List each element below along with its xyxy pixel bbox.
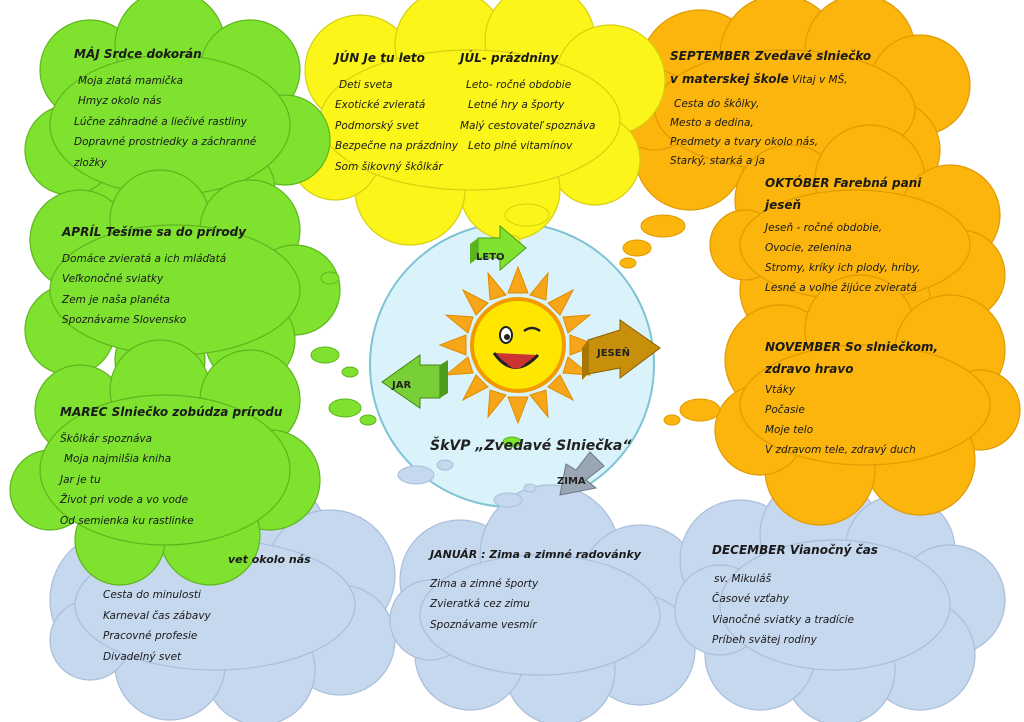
cloud-november [714,274,1021,526]
list-item: V zdravom tele, zdravý duch [765,444,916,456]
heading-februar-visible: vet okolo nás [228,553,311,567]
list-item: Moja najmilšia kniha [64,453,172,465]
box-oktober: OKTÓBER Farebná pani jeseň Jeseň - ročné… [765,172,921,298]
cloud-jun-jul [289,0,666,246]
box-jun: JÚN Je tu leto Deti sveta Exotické zvier… [335,48,458,177]
list-item: Leto plné vitamínov [468,140,573,152]
list-item: Moje telo [765,424,814,436]
list-item: Podmorský svet [335,119,419,132]
box-september: SEPTEMBER Zvedavé slniečko v materskej š… [670,44,871,171]
heading-jul: JÚL- prázdniny [460,51,559,65]
list-item: Zvieratká cez zimu [430,598,530,610]
season-label-jar: JAR [392,380,412,391]
list-item: Príbeh svätej rodiny [712,634,817,646]
cloud-maj [24,0,331,246]
list-item: Škôlkár spoznáva [60,432,153,445]
thought-bubbles [310,203,721,508]
list-item: Jar je tu [60,473,101,486]
list-item: Moja zlatá mamička [78,74,184,87]
box-marec: MAREC Slniečko zobúdza prírodu Škôlkár s… [60,402,282,531]
season-label-leto: LETO [476,252,505,263]
heading-maj: MÁJ Srdce dokorán [74,47,202,61]
center-title: ŠkVP „Zvedavé Slniečka“ [430,438,632,454]
list-item: Od semienka ku rastlinke [60,514,194,527]
box-april: APRÍL Tešíme sa do prírody Domáce zviera… [62,222,246,331]
cloud-marec [9,339,321,586]
box-november: NOVEMBER So slniečkom, zdravo hravo Vták… [765,336,938,460]
heading-april: APRÍL Tešíme sa do prírody [62,225,247,239]
list-item: Leto- ročné obdobie [466,78,572,91]
list-item: Cesta do minulosti [103,589,201,601]
list-item: Bezpečne na prázdniny [335,140,458,152]
list-item: Exotické zvieratá [335,99,426,111]
box-maj: MÁJ Srdce dokorán Moja zlatá mamička Hmy… [74,44,256,173]
heading-november-line2: zdravo hravo [765,362,854,376]
sun-icon [438,265,598,425]
list-item: Divadelný svet [103,650,182,663]
list-item: Zima a zimné športy [430,577,539,590]
list-item: Stromy, kríky ich plody, hriby, [765,262,921,274]
season-label-jesen: JESEŇ [597,348,630,359]
list-item: Pracovné profesie [103,630,198,642]
heading-september-line2: v materskej škole [670,72,789,86]
list-item: Vtáky [765,384,796,396]
heading-november: NOVEMBER So slniečkom, [765,340,939,354]
heading-januar: JANUÁR : Zima a zimné radovánky [430,548,641,561]
list-item: Cesta do škôlky, [674,98,760,110]
arrow-jar [381,354,448,409]
list-item: Predmety a tvary okolo nás, [670,136,819,148]
list-item: Mesto a dedina, [670,117,754,129]
list-item: Jeseň - ročné obdobie, [765,222,883,234]
list-item: Život pri vode a vo vode [60,494,189,506]
arrow-zima [559,451,605,496]
list-item: Počasie [765,404,805,416]
list-item: Domáce zvieratá a ich mláďatá [62,252,227,265]
arrow-jesen [582,319,661,380]
cloud-januar [389,484,701,722]
season-label-zima: ZIMA [557,476,586,487]
list-item: Hmyz okolo nás [78,95,162,107]
box-december: DECEMBER Vianočný čas sv. Mikuláš Časové… [712,540,878,651]
list-item: Spoznávame Slovensko [62,314,187,326]
list-item: Lesné a voľne žijúce zvieratá [765,282,917,294]
heading-september: SEPTEMBER Zvedavé slniečko [670,49,872,63]
list-item: Spoznávame vesmír [430,618,537,631]
heading-marec: MAREC Slniečko zobúdza prírodu [60,405,283,419]
list-item: Lúčne záhradné a liečivé rastliny [74,115,248,128]
heading-december: DECEMBER Vianočný čas [712,543,878,557]
heading-september-tail: Vitaj v MŠ, [788,74,848,86]
list-item: Malý cestovateľ spoznáva [460,119,596,132]
list-item: Zem je naša planéta [62,293,170,306]
list-item: sv. Mikuláš [714,572,772,585]
list-item: Karneval čas zábavy [103,609,211,622]
list-item: Deti sveta [339,78,393,91]
list-item: Som šikovný škôlkár [335,160,443,173]
list-item: Letné hry a športy [468,99,565,111]
heading-februar: vet okolo nás [228,553,311,566]
heading-oktober-line2: jeseň [765,198,802,212]
list-item: zložky [74,156,107,169]
list-item: Veľkonočné sviatky [62,273,164,285]
arrow-leto [470,224,527,272]
heading-jun: JÚN Je tu leto [335,51,425,65]
box-jul: JÚL- prázdniny Leto- ročné obdobie Letné… [460,48,596,157]
box-februar: Cesta do minulosti Karneval čas zábavy P… [103,585,211,667]
box-januar: JANUÁR : Zima a zimné radovánky Zima a z… [430,545,641,635]
list-item: Starký, starká a ja [670,155,766,167]
list-item: Časové vzťahy [712,593,789,605]
cloud-december [674,474,1006,722]
list-item: Ovocie, zelenina [765,242,852,254]
list-item: Vianočné sviatky a tradície [712,613,854,626]
heading-oktober: OKTÓBER Farebná pani [765,176,922,190]
list-item: Dopravné prostriedky a záchranné [74,136,257,148]
